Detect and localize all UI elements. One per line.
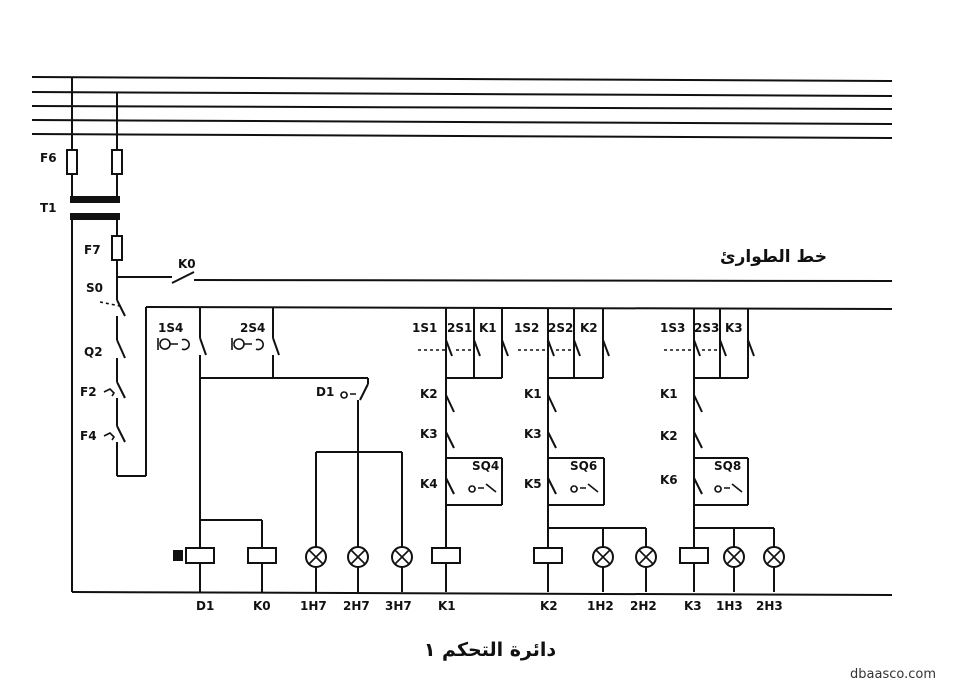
main-bus-lines	[31, 76, 893, 139]
label-f4: F4	[80, 429, 97, 443]
label-k0-contact: K0	[178, 257, 196, 271]
label-f7: F7	[84, 243, 101, 257]
label-k3-interlock-2: K3	[524, 427, 542, 441]
group-k2	[518, 308, 647, 548]
label-sq8: SQ8	[714, 459, 741, 473]
label-2s1: 2S1	[447, 321, 472, 335]
coil-d1	[185, 547, 215, 564]
control-line	[145, 306, 893, 310]
label-q2: Q2	[84, 345, 103, 359]
label-k1-a: K1	[479, 321, 497, 335]
loads	[173, 546, 785, 568]
label-k2-a: K2	[580, 321, 598, 335]
label-1s1: 1S1	[412, 321, 437, 335]
label-f2: F2	[80, 385, 97, 399]
bottom-label-2h3: 2H3	[756, 599, 783, 613]
label-2s3: 2S3	[694, 321, 719, 335]
bottom-label-3h7: 3H7	[385, 599, 412, 613]
label-f6: F6	[40, 151, 57, 165]
label-sq4: SQ4	[472, 459, 499, 473]
label-d1-contact: D1	[316, 385, 334, 399]
bottom-label-1h2: 1H2	[587, 599, 614, 613]
transformer-t1-primary	[70, 196, 120, 203]
diagram-caption: دائرة التحكم ١	[424, 639, 557, 661]
bottom-labels: D1 K0 1H7 2H7 3H7 K1 K2 1H2 2H2 K3 1H3 2…	[196, 599, 783, 613]
coil-k3	[679, 547, 709, 564]
watermark: dbaasco.com	[850, 667, 936, 682]
safety-chain	[99, 292, 126, 476]
bottom-label-k3: K3	[684, 599, 702, 613]
label-2s2: 2S2	[548, 321, 573, 335]
fuse-f6-right	[111, 149, 123, 175]
start-buttons-s4	[157, 307, 403, 548]
coil-k1	[431, 547, 461, 564]
lamp-2h7	[347, 546, 369, 568]
label-k3-interlock-1: K3	[420, 427, 438, 441]
return-line	[71, 591, 893, 596]
lamp-1h7	[305, 546, 327, 568]
supply-transformer-section	[66, 77, 123, 592]
label-k5: K5	[524, 477, 542, 491]
label-sq6: SQ6	[570, 459, 597, 473]
label-2s4: 2S4	[240, 321, 265, 335]
lamp-3h7	[391, 546, 413, 568]
fuse-f7	[111, 235, 123, 261]
coil-k2	[533, 547, 563, 564]
label-s0: S0	[86, 281, 103, 295]
lamp-1h3	[723, 546, 745, 568]
coil-k0	[247, 547, 277, 564]
bottom-label-k0: K0	[253, 599, 271, 613]
label-k2-interlock-3: K2	[660, 429, 678, 443]
label-1s3: 1S3	[660, 321, 685, 335]
group-k3	[664, 308, 775, 548]
component-labels: F6 T1 F7 K0 S0 Q2 F2 F4 1S4 2S4 D1 1S1 2…	[40, 151, 743, 491]
label-1s2: 1S2	[514, 321, 539, 335]
bottom-label-1h3: 1H3	[716, 599, 743, 613]
label-k2-interlock-1: K2	[420, 387, 438, 401]
lamp-2h2	[635, 546, 657, 568]
label-k3-a: K3	[725, 321, 743, 335]
label-1s4: 1S4	[158, 321, 183, 335]
bottom-label-2h7: 2H7	[343, 599, 370, 613]
lamp-2h3	[763, 546, 785, 568]
return-drops	[199, 563, 775, 592]
group-k1	[418, 308, 509, 548]
bottom-label-d1: D1	[196, 599, 214, 613]
emergency-line-label: خط الطوارئ	[720, 247, 827, 267]
bottom-label-k2: K2	[540, 599, 558, 613]
label-k1-interlock-2: K1	[524, 387, 542, 401]
fuse-f6-left	[66, 149, 78, 175]
emergency-line	[117, 271, 893, 284]
label-k6: K6	[660, 473, 678, 487]
bottom-label-k1: K1	[438, 599, 456, 613]
transformer-t1-secondary	[70, 213, 120, 220]
lamp-1h2	[592, 546, 614, 568]
bottom-label-2h2: 2H2	[630, 599, 657, 613]
bottom-label-1h7: 1H7	[300, 599, 327, 613]
label-t1: T1	[40, 201, 57, 215]
label-k4: K4	[420, 477, 438, 491]
label-k1-interlock-3: K1	[660, 387, 678, 401]
